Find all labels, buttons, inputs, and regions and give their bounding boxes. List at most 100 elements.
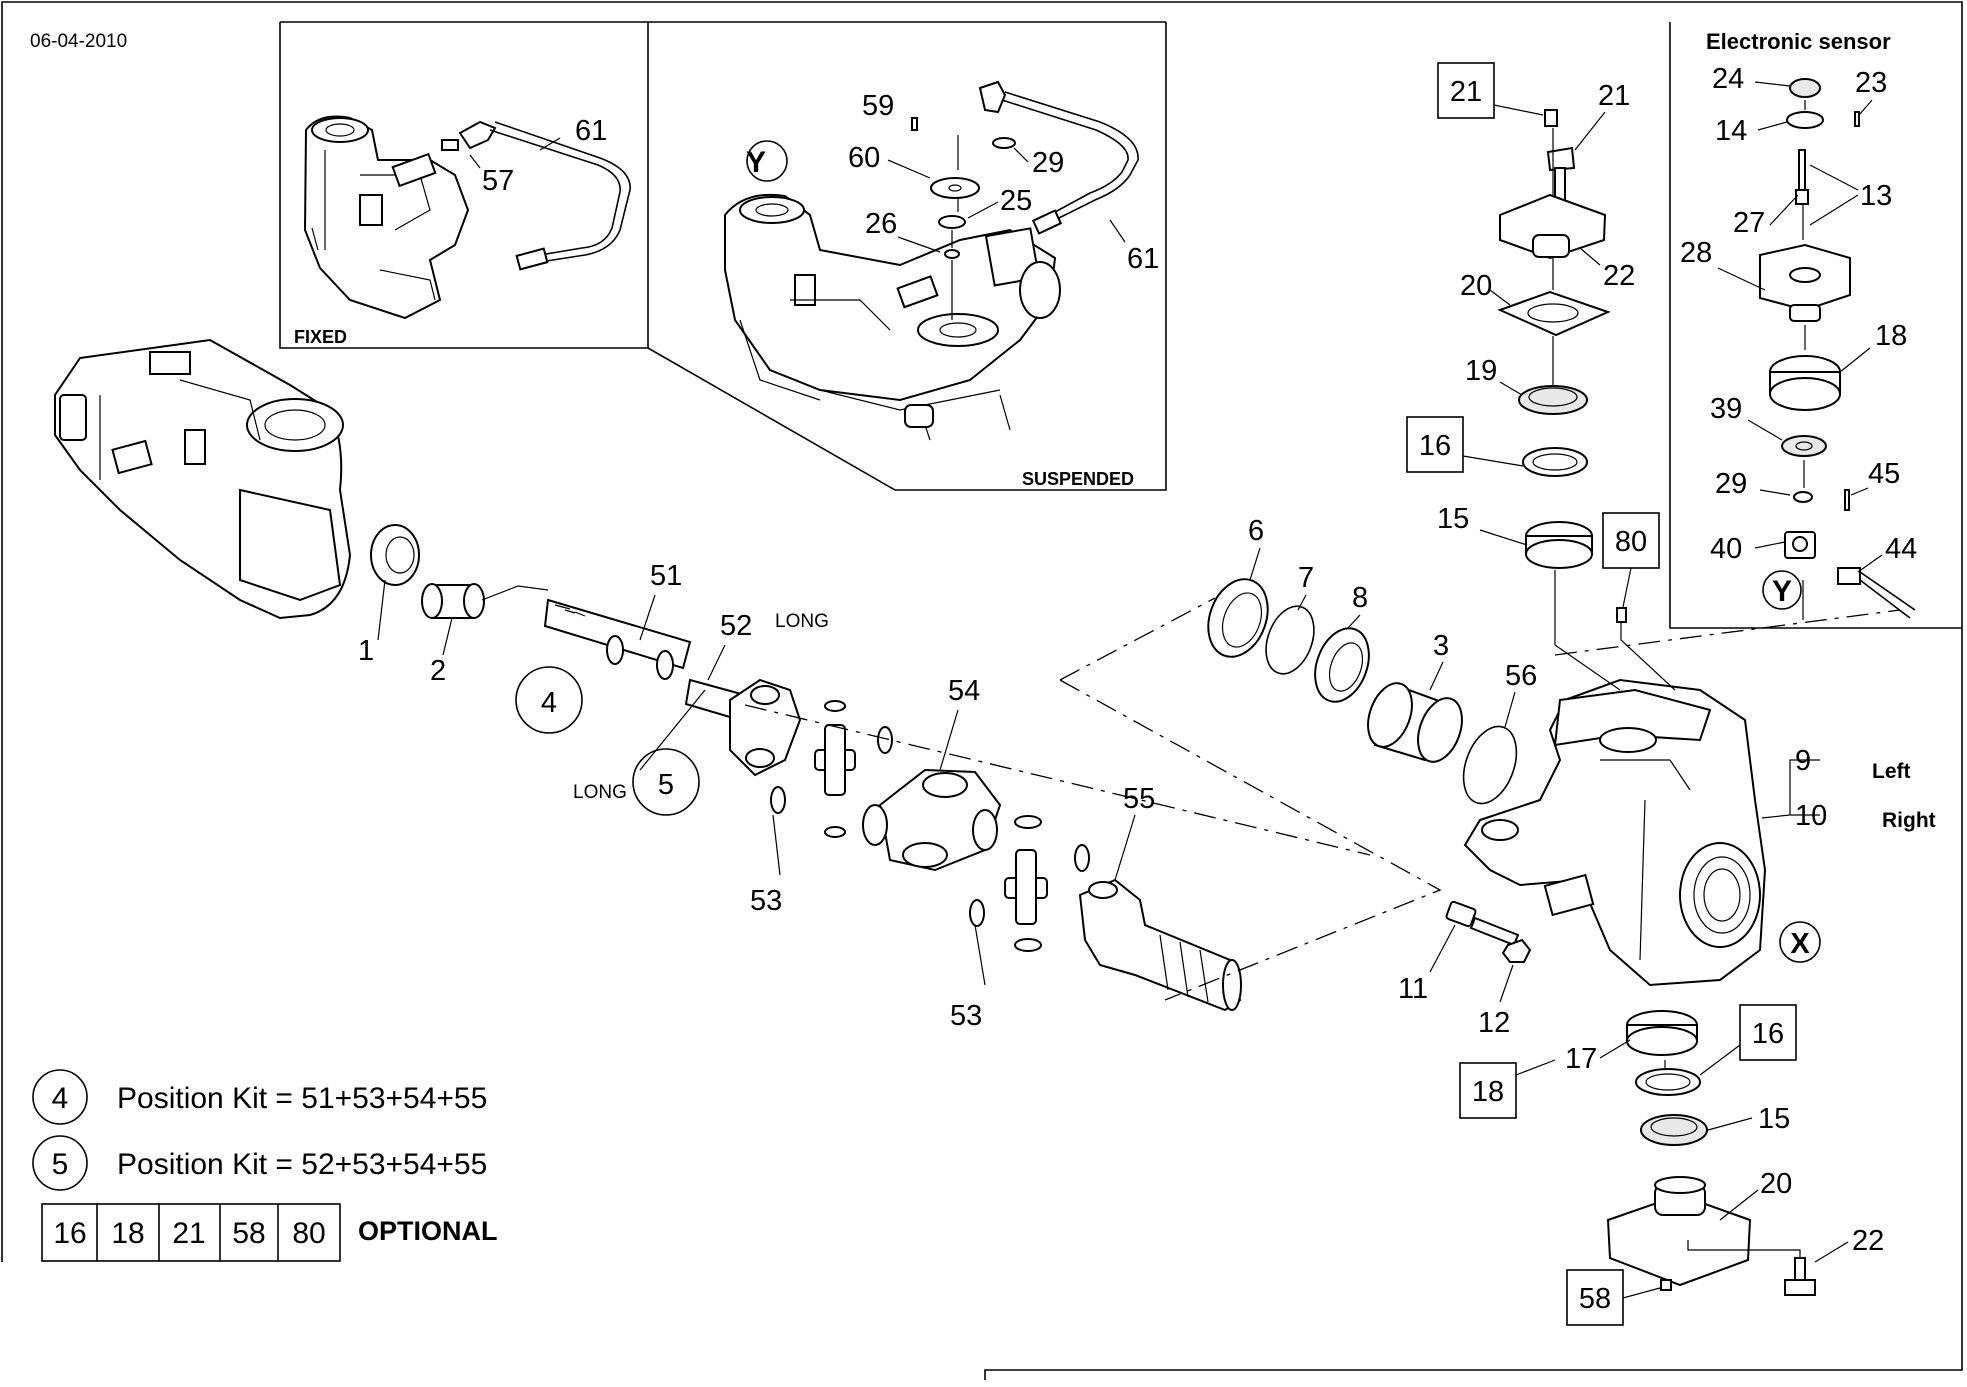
circlip-56 (1462, 725, 1518, 805)
callout-main-22-upper: 21 (1598, 80, 1630, 112)
callout-sensor-27: 27 (1733, 207, 1765, 239)
callout-main-10: 10 (1795, 800, 1827, 832)
marker-y-sensor-circle (1762, 570, 1802, 610)
optional-part-16: 16 (53, 1217, 86, 1250)
fixed-inset: FIXED (279, 21, 1166, 349)
callout-main-51: 51 (650, 560, 682, 592)
bolt-22-lower (1784, 1257, 1816, 1296)
yoke-upper (729, 678, 802, 777)
kit-5-circle (632, 748, 700, 816)
cap-20-upper (1499, 193, 1607, 260)
cross-53-lower (969, 815, 1090, 952)
boxed-16-lower: 16 (1752, 1018, 1784, 1050)
marker-y-suspended: Y (746, 146, 766, 179)
shaft-51 (543, 598, 692, 680)
callout-main-20-upper: 22 (1603, 260, 1635, 292)
boxed-80: 80 (1615, 526, 1647, 558)
legend-kit-5-number: 5 (52, 1148, 69, 1181)
legend (32, 1069, 341, 1262)
callout-main-56: 56 (1505, 660, 1537, 692)
optional-label: OPTIONAL (358, 1216, 498, 1246)
callout-sensor-29: 29 (1715, 468, 1747, 500)
callout-susp-60: 60 (848, 142, 880, 174)
sensor-title: Electronic sensor (1706, 29, 1891, 54)
callout-sensor-13: 13 (1860, 180, 1892, 212)
callout-susp-25: 25 (1000, 185, 1032, 217)
marker-y-sensor: Y (1772, 575, 1792, 608)
bush-2 (421, 583, 485, 619)
callout-main-18-upper: 15 (1437, 503, 1469, 535)
marker-x-circle (1779, 921, 1821, 963)
bolt-11 (1445, 900, 1520, 947)
callout-main-55: 55 (1123, 783, 1155, 815)
sensor-inset: Electronic sensor (1669, 22, 1962, 629)
callout-main-3: 3 (1433, 630, 1449, 662)
callout-main-9: 9 (1795, 745, 1811, 777)
optional-part-18: 18 (111, 1217, 144, 1250)
steering-knuckle (1463, 678, 1767, 987)
callout-main-15-lower: 15 (1758, 1103, 1790, 1135)
label-right: Right (1882, 809, 1936, 832)
label-left: Left (1872, 760, 1911, 783)
callout-susp-61: 61 (1127, 243, 1159, 275)
callout-main-15-upper: 19 (1465, 355, 1497, 387)
callout-susp-59: 59 (862, 90, 894, 122)
cross-53-upper (770, 700, 893, 838)
circlip-7 (1265, 605, 1315, 675)
bearing-17 (1626, 1010, 1698, 1056)
callout-main-19: 20 (1460, 270, 1492, 302)
callout-main-54: 54 (948, 675, 980, 707)
callout-sensor-18: 18 (1875, 320, 1907, 352)
kit-4-label: 4 (541, 687, 557, 719)
callout-main-17: 17 (1565, 1043, 1597, 1075)
callout-sensor-14: 14 (1715, 115, 1747, 147)
kit-5-label: 5 (658, 769, 674, 801)
optional-part-80: 80 (292, 1217, 325, 1250)
bearing-18-upper (1525, 521, 1593, 569)
suspended-inset: SUSPENDED (647, 22, 1167, 491)
date-stamp: 06-04-2010 (30, 31, 127, 52)
optional-part-58: 58 (232, 1217, 265, 1250)
seal-15-lower (1640, 1114, 1708, 1146)
label-long-52: LONG (775, 611, 829, 632)
grease-80 (1616, 607, 1627, 623)
callout-main-2: 2 (430, 655, 446, 687)
callout-main-53b: 53 (950, 1000, 982, 1032)
callout-main-11: 11 (1398, 973, 1428, 1005)
bush-3 (1367, 682, 1463, 763)
stub-shaft-55 (1078, 878, 1242, 1012)
boxed-18: 18 (1472, 1076, 1504, 1108)
double-yoke-54 (862, 768, 1002, 872)
boxed-16-upper: 16 (1419, 430, 1451, 462)
legend-kit-4-text: Position Kit = 51+53+54+55 (117, 1082, 487, 1115)
callout-sensor-24: 24 (1712, 63, 1744, 95)
boxed-callouts (1406, 62, 1797, 1326)
marker-y-circle (746, 140, 788, 182)
callout-main-20-lower: 20 (1760, 1168, 1792, 1200)
callout-main-6: 6 (1248, 515, 1264, 547)
bearing-8 (1314, 627, 1370, 703)
callout-susp-29: 29 (1032, 147, 1064, 179)
marker-x: X (1790, 928, 1810, 960)
suspended-label: SUSPENDED (1022, 469, 1134, 489)
legend-kit-4-circle (32, 1069, 88, 1125)
ring-16-upper (1522, 447, 1588, 477)
callout-sensor-45: 45 (1868, 458, 1900, 490)
callout-main-52: 52 (720, 610, 752, 642)
callout-main-8: 8 (1352, 582, 1368, 614)
kit-4-circle (515, 666, 583, 734)
boxed-21: 21 (1450, 76, 1482, 108)
grease-21 (1544, 109, 1558, 127)
optional-part-21: 21 (172, 1217, 205, 1250)
callout-main-12: 12 (1478, 1007, 1510, 1039)
cap-20-lower (1606, 1176, 1752, 1287)
callout-main-1: 1 (358, 635, 374, 667)
boxed-58: 58 (1579, 1283, 1611, 1315)
callout-sensor-23: 23 (1855, 67, 1887, 99)
seal-15-upper (1518, 385, 1588, 415)
callout-sensor-44: 44 (1885, 533, 1917, 565)
legend-kit-5-text: Position Kit = 52+53+54+55 (117, 1148, 487, 1181)
legend-kit-4-number: 4 (52, 1082, 69, 1115)
callout-fixed-61: 61 (575, 115, 607, 147)
